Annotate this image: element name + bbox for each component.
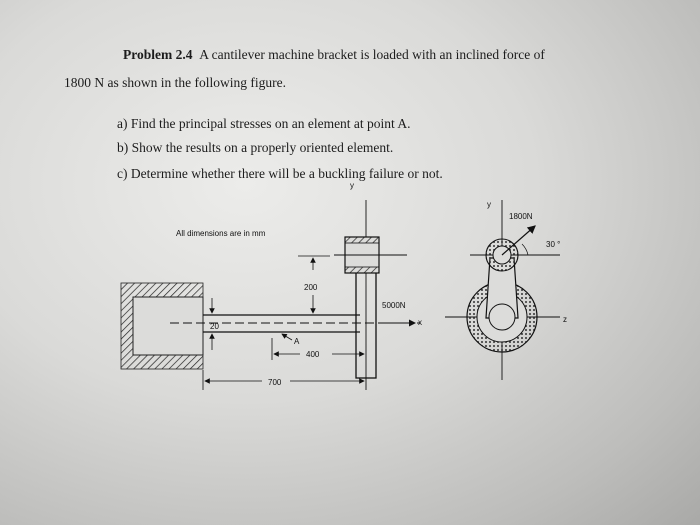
dim-20-label: 20 [210,322,219,331]
dimension-20: 20 [209,298,219,350]
point-a-label: A [294,337,300,346]
dimensions-note: All dimensions are in mm [176,229,266,238]
problem-text-line-2: 1800 N as shown in the following figure. [64,75,286,90]
vertical-post [334,200,407,390]
dimension-700: 700 [202,370,365,390]
problem-number: Problem 2.4 [123,47,193,62]
point-a: A [271,333,300,360]
axis-y-label: y [350,181,354,190]
dim-200-label: 200 [304,283,318,292]
axis-y2-label: y [487,200,491,209]
force-1800n-label: 1800N [509,212,533,221]
force-5000n-label: 5000N [382,301,406,310]
axis-z-label: z [563,315,567,324]
question-c: c) Determine whether there will be a buc… [117,166,443,181]
angle-label: 30 ° [546,240,560,249]
force-5000n: 5000N [378,301,416,327]
question-a: a) Find the principal stresses on an ele… [117,116,411,131]
dim-700-label: 700 [268,378,282,387]
question-b: b) Show the results on a properly orient… [117,140,394,155]
dimension-400: 400 [273,350,365,359]
problem-heading-line: Problem 2.4 A cantilever machine bracket… [123,47,545,63]
side-view: 1800N 30 ° [445,200,560,380]
wall-support [120,282,204,370]
dimension-200: 200 [298,255,330,314]
axis-x-label: x [418,318,422,327]
problem-text-line-1: A cantilever machine bracket is loaded w… [199,47,545,62]
dim-400-label: 400 [306,350,320,359]
